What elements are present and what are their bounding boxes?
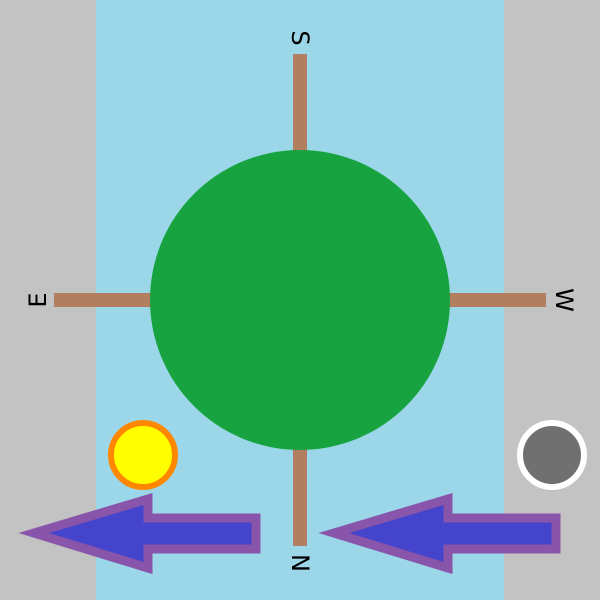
arrow-right-side-icon [318,492,561,575]
gray-disc-icon [517,420,587,490]
label-right: W [550,288,578,312]
arm-left [54,293,154,307]
label-bottom: N [286,554,314,572]
label-left: E [24,292,52,307]
arm-bottom [293,446,307,546]
label-top: S [286,30,314,45]
arm-top [293,54,307,154]
arrow-left-icon [18,492,261,575]
arm-right [446,293,546,307]
sun-icon [108,420,178,490]
island-circle [150,150,450,450]
